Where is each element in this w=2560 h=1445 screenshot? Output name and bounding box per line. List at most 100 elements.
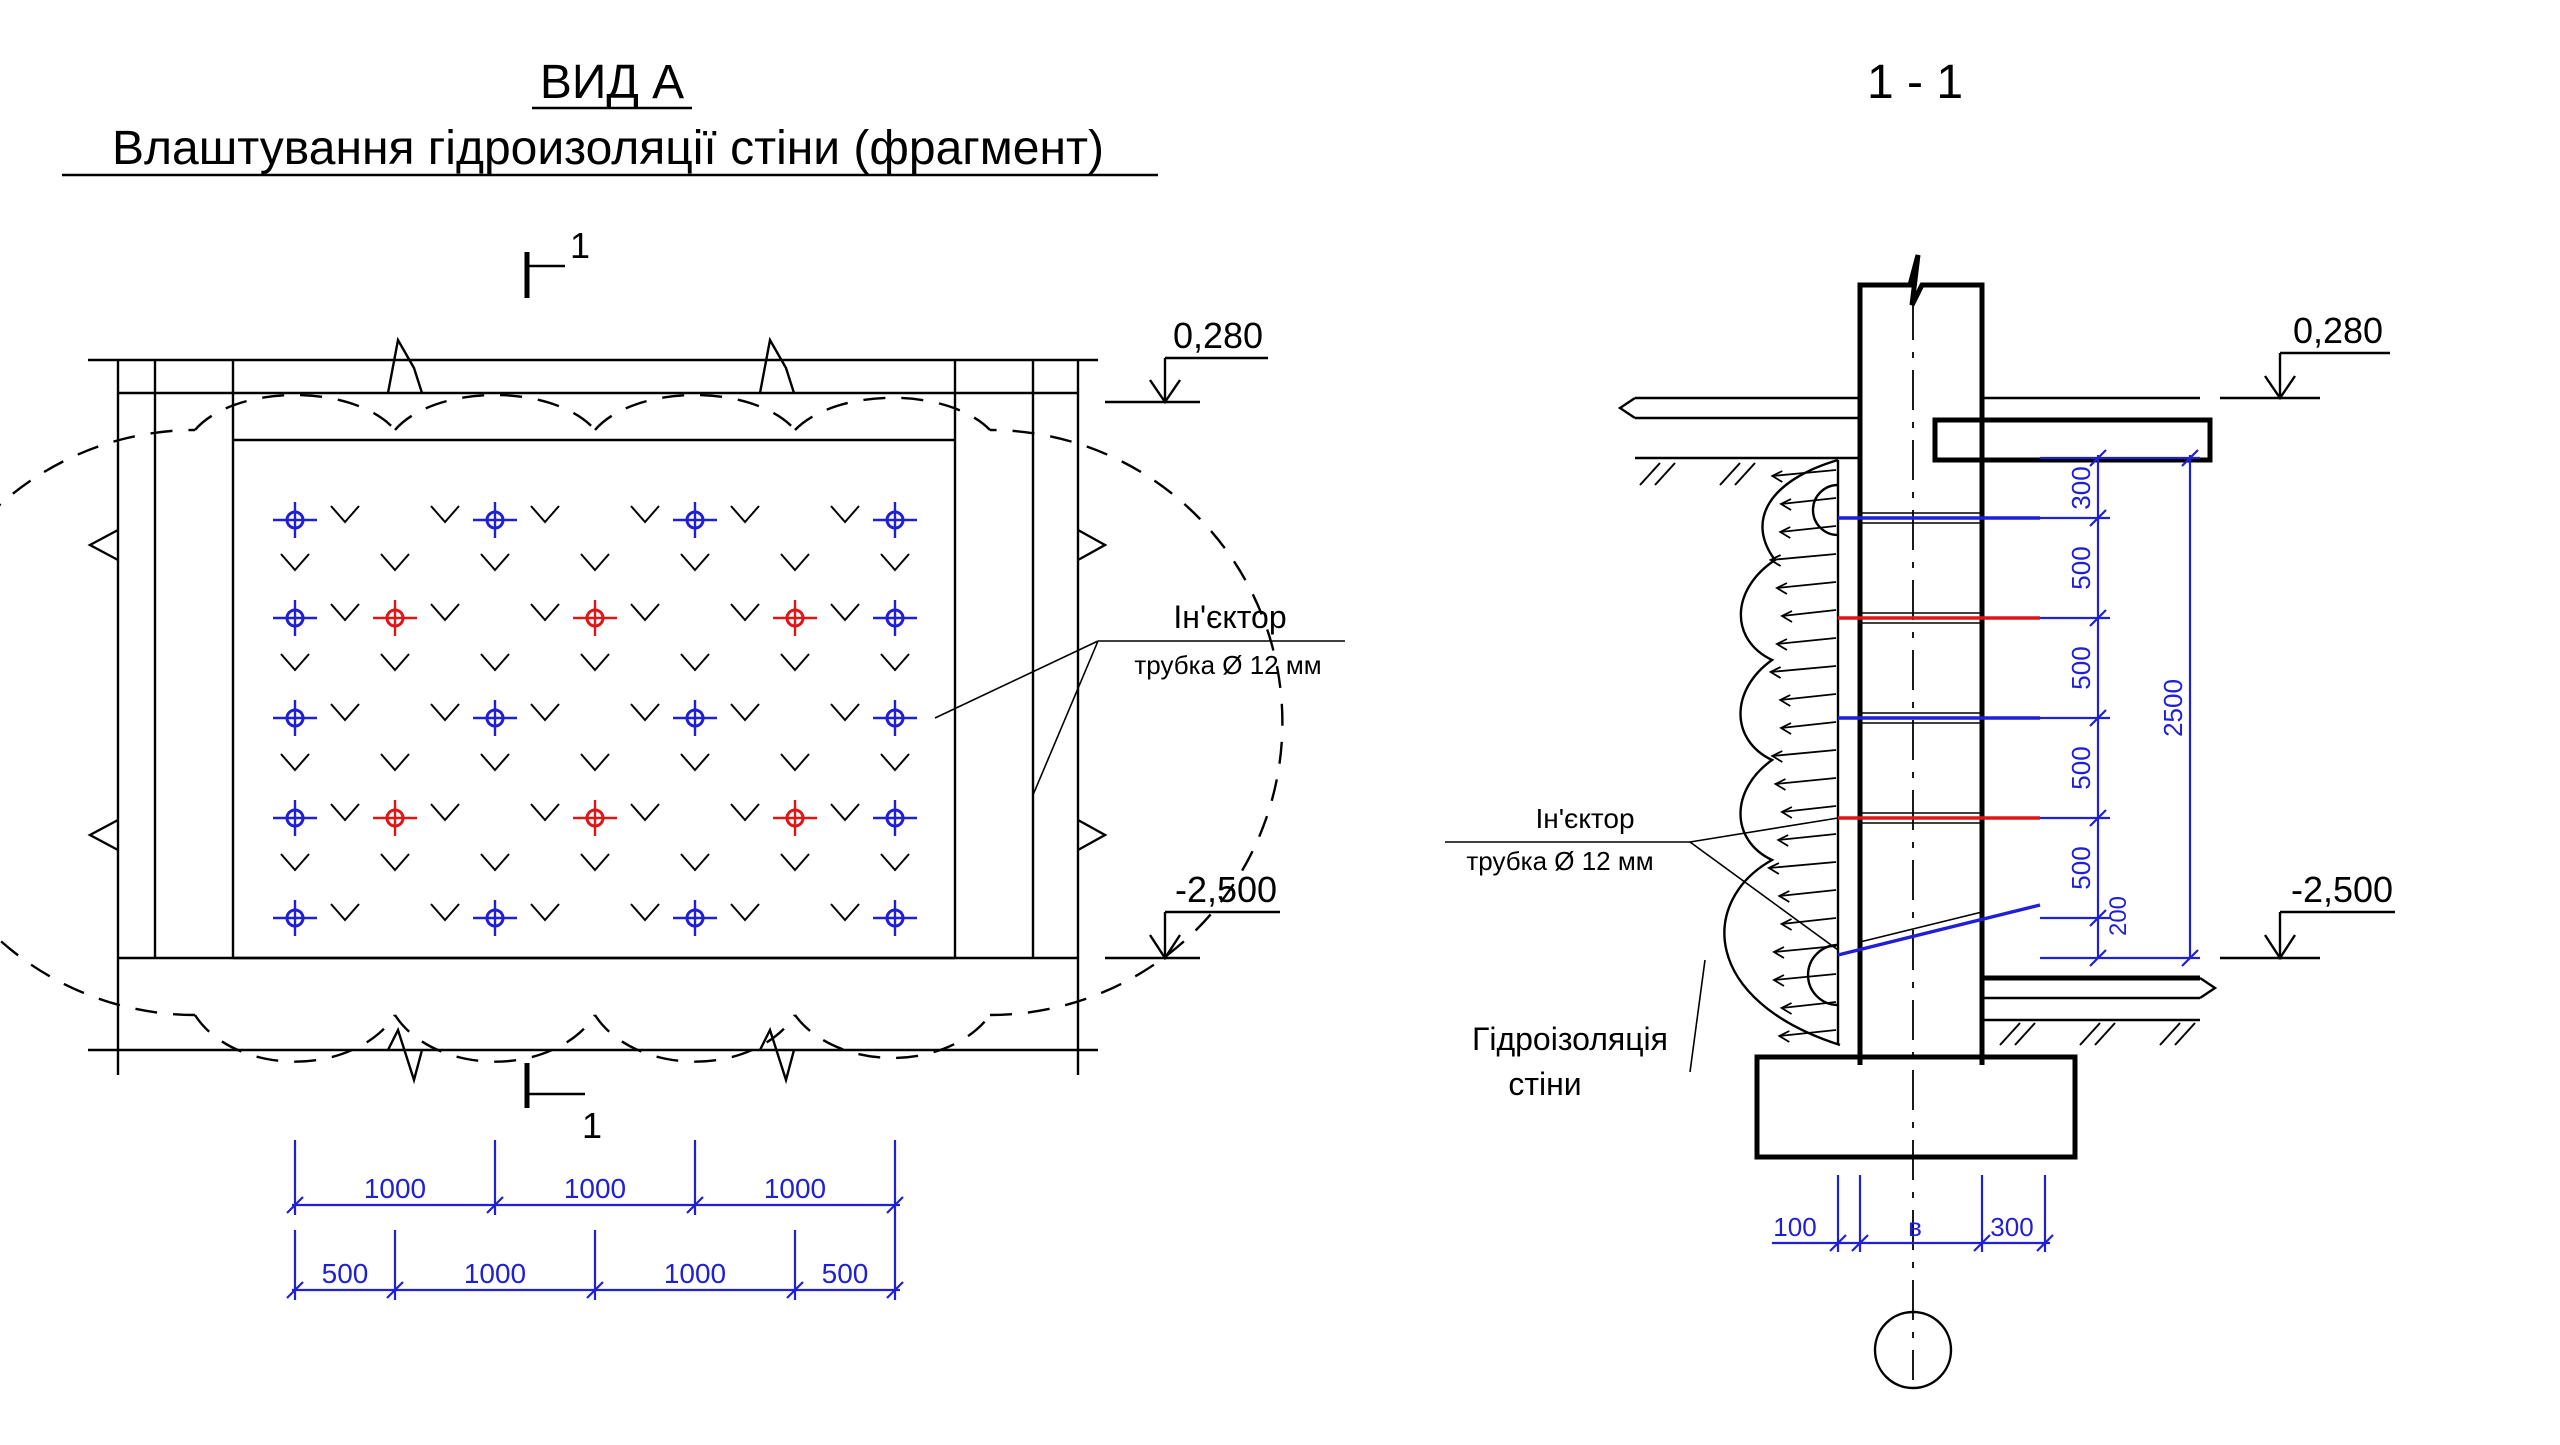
section-1-1: 1 - 1	[1445, 56, 2395, 1390]
flow-mark	[880, 553, 910, 572]
injector-right-line2: трубка Ø 12 мм	[1466, 846, 1653, 876]
injector-ring	[385, 808, 405, 828]
injector-ring	[785, 808, 805, 828]
view-a-subtitle: Влаштування гідроизоляції стіни (фрагмен…	[112, 122, 1104, 175]
flow-mark	[780, 553, 810, 572]
flow-mark	[480, 653, 510, 672]
flow-mark	[830, 903, 860, 922]
flow-mark	[380, 553, 410, 572]
wall-section	[1617, 254, 2218, 1390]
level-top-right-label: 0,280	[2293, 310, 2383, 351]
flow-mark	[330, 703, 360, 722]
section-title: 1 - 1	[1867, 56, 1963, 109]
flow-mark	[780, 853, 810, 872]
dim-row2-c: 1000	[664, 1258, 726, 1289]
injector-ring	[885, 908, 905, 928]
section-vertical-dimensions: 300 500 500 500 500 200 2500	[2040, 449, 2200, 967]
flow-arrow-head	[1772, 946, 1785, 959]
flow-mark	[530, 505, 560, 524]
flow-mark	[730, 803, 760, 822]
flow-arrow	[1781, 805, 1837, 813]
vdim-500-c: 500	[2066, 746, 2096, 789]
injector-ring	[585, 808, 605, 828]
injector-ring	[285, 608, 305, 628]
injector-ring	[685, 708, 705, 728]
injector-ring	[885, 808, 905, 828]
injector-point-blue	[873, 700, 917, 736]
injector-point-red	[773, 600, 817, 636]
injector-point-blue	[873, 600, 917, 636]
flow-arrow-head	[1770, 750, 1783, 763]
flow-mark	[480, 853, 510, 872]
flow-mark	[580, 753, 610, 772]
injector-point-blue	[273, 600, 317, 636]
flow-arrow	[1780, 693, 1837, 701]
flow-mark	[730, 703, 760, 722]
flow-mark	[630, 803, 660, 822]
flow-mark	[580, 853, 610, 872]
flow-mark	[880, 653, 910, 672]
flow-mark	[530, 803, 560, 822]
section-mark-bottom: 1	[524, 1063, 602, 1146]
flow-arrow	[1781, 917, 1837, 925]
flow-mark	[680, 553, 710, 572]
bdim-300: 300	[1990, 1212, 2033, 1242]
level-top-left-label: 0,280	[1173, 315, 1263, 356]
flow-mark	[830, 603, 860, 622]
waterproofing-flow-arrows	[1767, 469, 1837, 1043]
injector-point-red	[573, 800, 617, 836]
flow-arrow	[1772, 749, 1837, 757]
injector-point-blue	[473, 900, 517, 936]
section-injector-tube	[1838, 712, 2040, 724]
injector-point-red	[373, 800, 417, 836]
wall-frame	[87, 336, 1108, 1085]
plan-dimensions: 1000 1000 1000 500 1000 1000 500	[286, 1140, 904, 1300]
injector-ring	[485, 708, 505, 728]
flow-mark	[330, 505, 360, 524]
flow-arrow-head	[1772, 974, 1785, 987]
injector-left-line2: трубка Ø 12 мм	[1134, 650, 1321, 680]
flow-mark	[330, 803, 360, 822]
injector-point-blue	[273, 800, 317, 836]
vdim-200: 200	[2105, 896, 2132, 936]
flow-arrow-head	[1778, 526, 1791, 539]
injector-ring	[285, 510, 305, 530]
injector-ring	[285, 708, 305, 728]
flow-arrow-head	[1770, 470, 1783, 483]
injector-ring	[885, 608, 905, 628]
section-injector-tube	[1838, 512, 2040, 524]
flow-arrow	[1770, 665, 1837, 673]
flow-arrow-head	[1773, 778, 1786, 791]
flow-arrow	[1780, 525, 1837, 533]
flow-mark	[430, 803, 460, 822]
injector-ring	[285, 908, 305, 928]
injector-point-blue	[873, 502, 917, 538]
flow-arrow-head	[1776, 834, 1789, 847]
bdim-b: в	[1908, 1212, 1922, 1242]
injection-flow-marks	[280, 505, 910, 922]
flow-mark	[280, 553, 310, 572]
dim-row2-b: 1000	[464, 1258, 526, 1289]
flow-mark	[630, 505, 660, 524]
flow-arrow-head	[1767, 862, 1780, 875]
flow-mark	[530, 903, 560, 922]
view-a-title: ВИД А	[540, 56, 684, 109]
flow-arrow	[1780, 721, 1837, 729]
flow-arrow-head	[1775, 582, 1788, 595]
flow-mark	[730, 903, 760, 922]
flow-mark	[530, 603, 560, 622]
injector-ring	[385, 608, 405, 628]
flow-mark	[430, 505, 460, 524]
injector-ring	[685, 908, 705, 928]
injector-point-blue	[273, 700, 317, 736]
slanted-tube-edge	[1859, 911, 1983, 943]
flow-arrow-head	[1777, 890, 1790, 903]
flow-arrow-head	[1779, 918, 1793, 931]
dim-row2-d: 500	[822, 1258, 869, 1289]
flow-arrow	[1770, 553, 1837, 561]
flow-mark	[330, 903, 360, 922]
flow-mark	[680, 653, 710, 672]
flow-mark	[730, 603, 760, 622]
flow-mark	[880, 753, 910, 772]
